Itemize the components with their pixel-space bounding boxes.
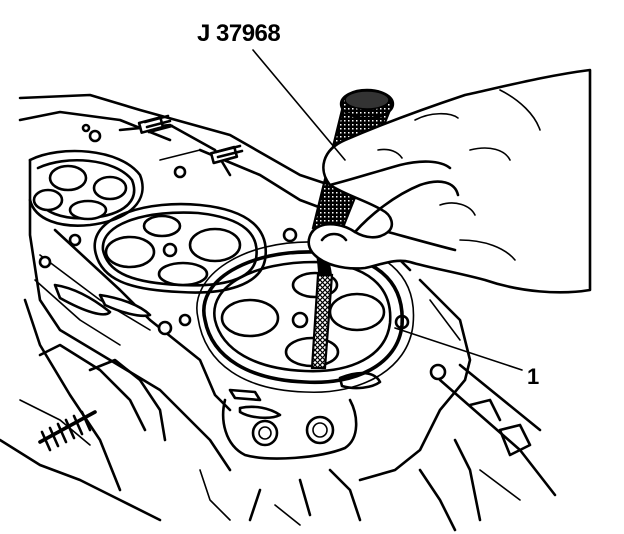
part-leader-line (394, 327, 523, 371)
stud-bolts (38, 114, 244, 452)
cylinder-seat-front (196, 241, 415, 460)
part-callout-label: 1 (527, 364, 540, 389)
cylinder-seat-far (28, 123, 144, 227)
hand (307, 68, 592, 294)
callout-leaders (252, 49, 523, 371)
cylinder-seat-middle (38, 165, 298, 336)
tool-callout-label: J 37968 (197, 20, 281, 47)
tool-leader-line (252, 49, 346, 161)
coolant-passages (53, 283, 447, 420)
